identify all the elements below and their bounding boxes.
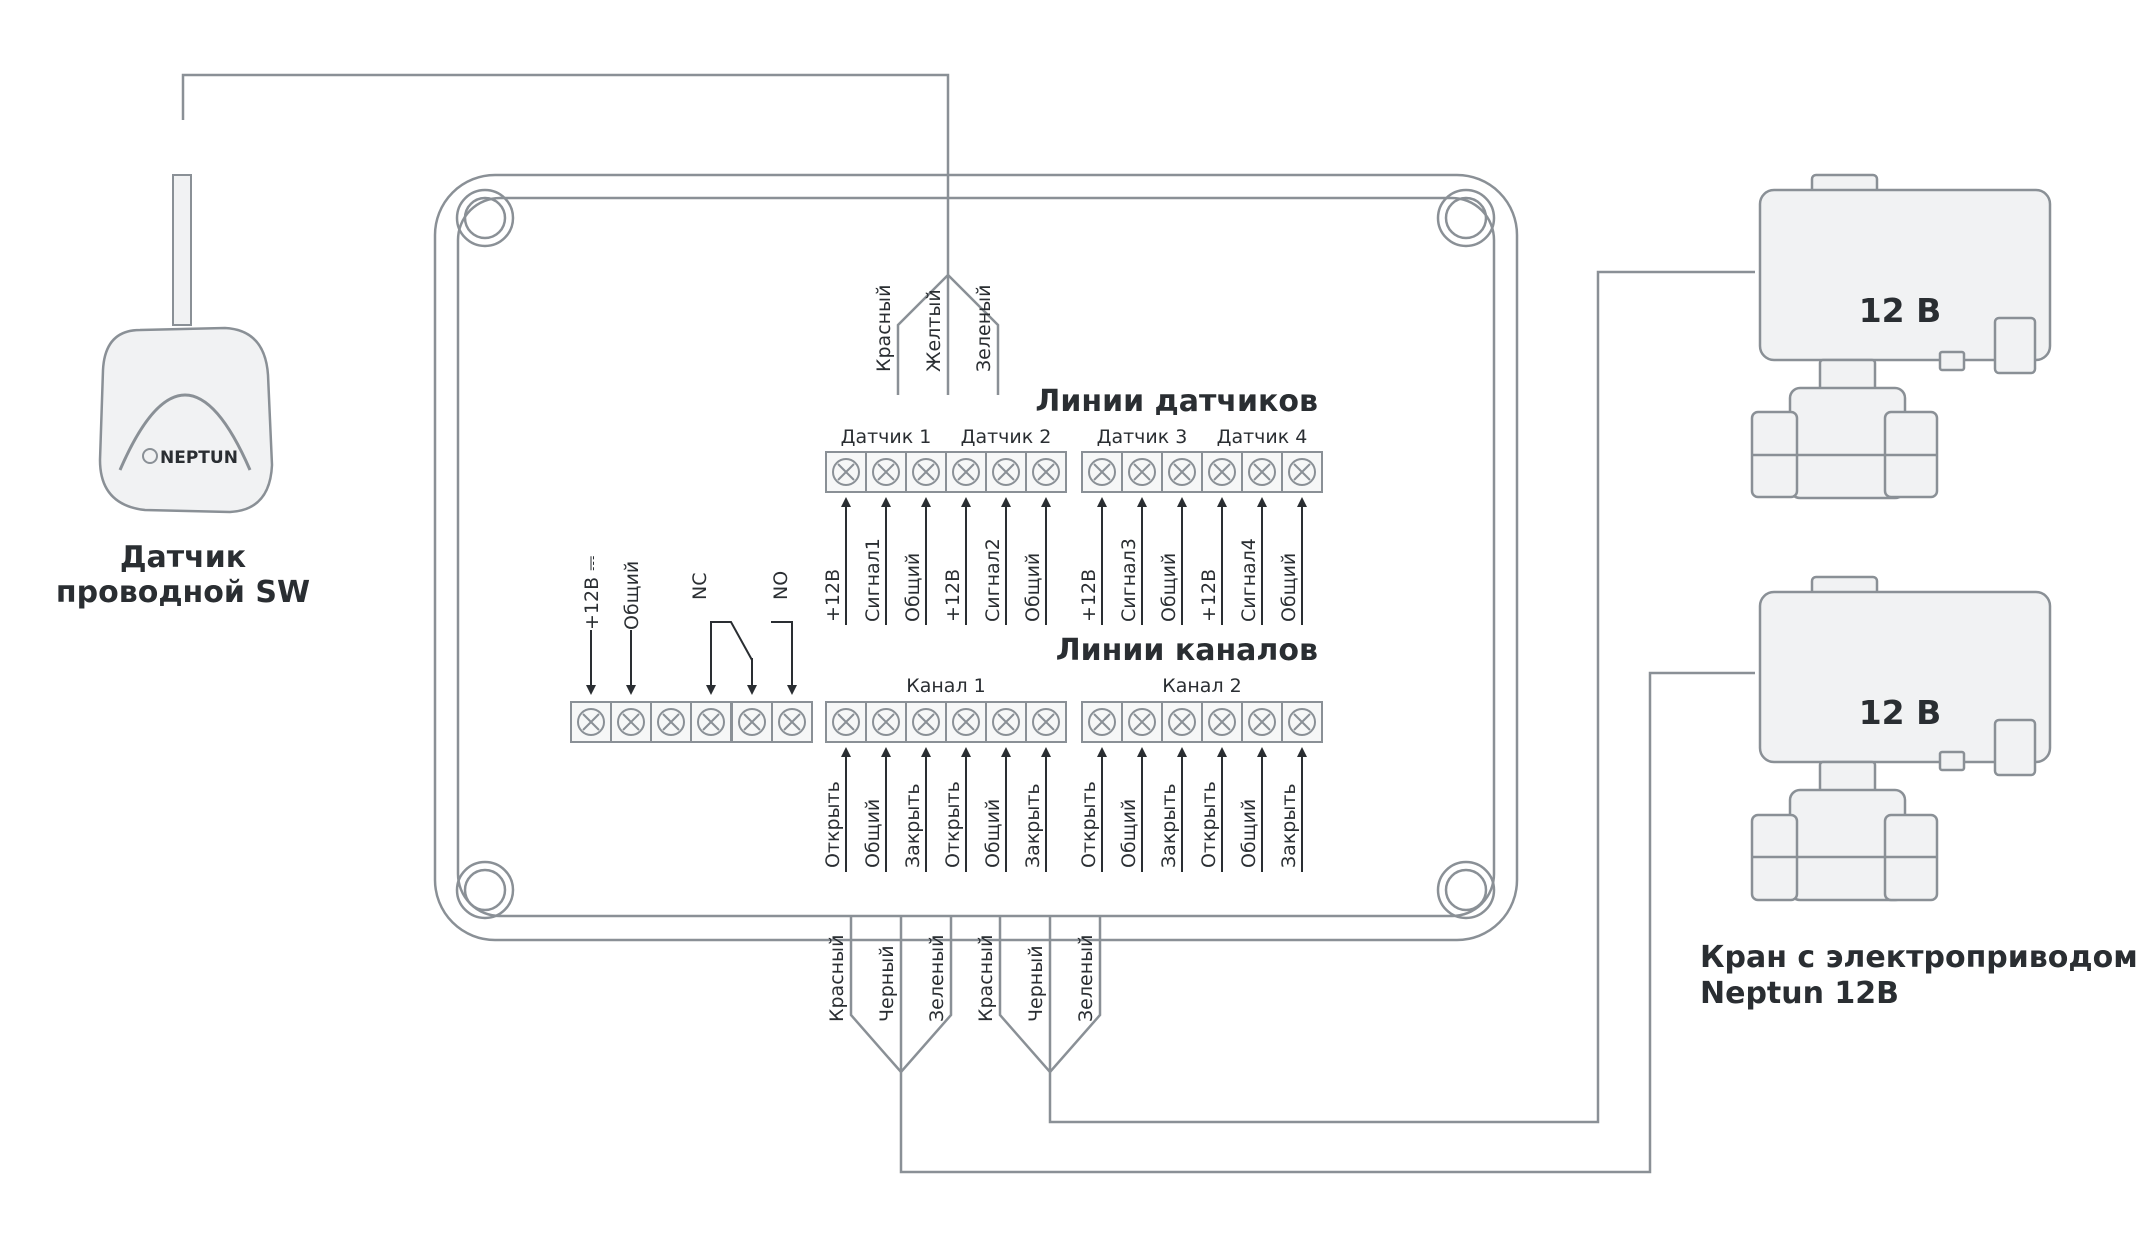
sensor-brand-logo: NEPTUN [160,448,238,468]
channel-pin-label-8: Общий [1118,799,1140,868]
channel-pin-label-11: Общий [1238,799,1260,868]
channel-pin-label-9: Закрыть [1158,783,1180,868]
channel-terminal-5 [985,701,1027,743]
channel-pin-label-1: Открыть [822,781,844,868]
channel-terminal-9 [1161,701,1203,743]
sensor-group-label-4: Датчик 4 [1217,426,1308,448]
motorized-valve-2 [1750,575,2052,902]
valve-wire-label-1: Красный [826,935,848,1022]
power-pin-label-1: +12В ⎓ [581,556,603,630]
sensor-pin-label-7: +12В [1078,569,1100,622]
channel-terminal-1 [825,701,867,743]
sensor-group-label-3: Датчик 3 [1097,426,1188,448]
relay-contact-symbol [710,621,793,680]
sensor-pin-label-11: Сигнал4 [1238,538,1260,622]
valve-wire-label-5: Черный [1025,945,1047,1022]
power-terminal-6 [771,701,813,743]
sensor-terminal-4 [945,451,987,493]
power-terminal-2 [610,701,652,743]
valve-1-voltage: 12 В [1859,291,1942,330]
sensor-terminal-7 [1081,451,1123,493]
sensor-terminal-2 [865,451,907,493]
valve-label-line1: Кран с электроприводом [1700,940,2138,975]
sensor-pin-label-12: Общий [1278,553,1300,622]
sensor-terminal-10 [1201,451,1243,493]
sensor-pin-label-6: Общий [1022,553,1044,622]
wired-sensor-device: NEPTUN [98,73,950,514]
channel-terminal-3 [905,701,947,743]
channel-terminal-2 [865,701,907,743]
sensor-pin-label-1: +12В [822,569,844,622]
valve-wire-label-2: Черный [876,945,898,1022]
valve-label-line2: Neptun 12В [1700,976,1899,1011]
valve-wire-label-4: Красный [975,935,997,1022]
sensor-terminal-1 [825,451,867,493]
power-terminal-1 [570,701,612,743]
sensor-pin-label-5: Сигнал2 [982,538,1004,622]
channel-pin-label-5: Общий [982,799,1004,868]
sensor-terminal-11 [1241,451,1283,493]
power-pin-label-2: Общий [621,561,643,630]
channel-pin-label-3: Закрыть [902,783,924,868]
sensor-terminal-5 [985,451,1027,493]
channel-terminal-10 [1201,701,1243,743]
sensor-label-line2: проводной SW [56,575,310,610]
sensor-terminal-8 [1121,451,1163,493]
sensor-wire-label-3: Зеленый [973,285,995,372]
channel-pin-label-4: Открыть [942,781,964,868]
sensor-pin-label-3: Общий [902,553,924,622]
power-terminal-5 [731,701,773,743]
channel-pin-label-10: Открыть [1198,781,1220,868]
channel-pin-label-12: Закрыть [1278,783,1300,868]
channel-terminal-7 [1081,701,1123,743]
valve-2-voltage: 12 В [1859,693,1942,732]
sensor-wire-label-1: Красный [873,285,895,372]
channel-pin-label-7: Открыть [1078,781,1100,868]
channel-terminal-12 [1281,701,1323,743]
channel-terminal-6 [1025,701,1067,743]
power-terminal-4 [690,701,732,743]
controller-housing [433,173,1519,942]
relay-pin-label-no: NO [770,571,792,600]
sensor-label-line1: Датчик [120,540,246,575]
sensor-pin-label-4: +12В [942,569,964,622]
sensor-terminal-6 [1025,451,1067,493]
sensor-wire-label-2: Желтый [923,289,945,372]
channel-pin-label-6: Закрыть [1022,783,1044,868]
sensor-pin-label-10: +12В [1198,569,1220,622]
sensor-terminal-12 [1281,451,1323,493]
channel-terminal-4 [945,701,987,743]
sensor-lines-title: Линии датчиков [1035,384,1318,419]
neptun-logo-icon [142,448,158,464]
sensor-pin-label-2: Сигнал1 [862,538,884,622]
channel-terminal-11 [1241,701,1283,743]
sensor-terminal-3 [905,451,947,493]
sensor-pin-label-8: Сигнал3 [1118,538,1140,622]
sensor-terminal-9 [1161,451,1203,493]
channel-pin-label-2: Общий [862,799,884,868]
valve-wire-fans [849,270,1755,1174]
sensor-group-label-1: Датчик 1 [841,426,932,448]
valve-wire-label-6: Зеленый [1075,935,1097,1022]
valve-wire-label-3: Зеленый [926,935,948,1022]
channel-group-label-2: Канал 2 [1162,675,1241,697]
channel-group-label-1: Канал 1 [906,675,985,697]
channel-terminal-8 [1121,701,1163,743]
sensor-wire-fan [896,220,1000,395]
sensor-group-label-2: Датчик 2 [961,426,1052,448]
sensor-pin-label-9: Общий [1158,553,1180,622]
power-terminal-3 [650,701,692,743]
motorized-valve-1 [1750,173,2052,500]
channel-lines-title: Линии каналов [1056,633,1318,668]
relay-pin-label-nc: NC [689,573,711,600]
